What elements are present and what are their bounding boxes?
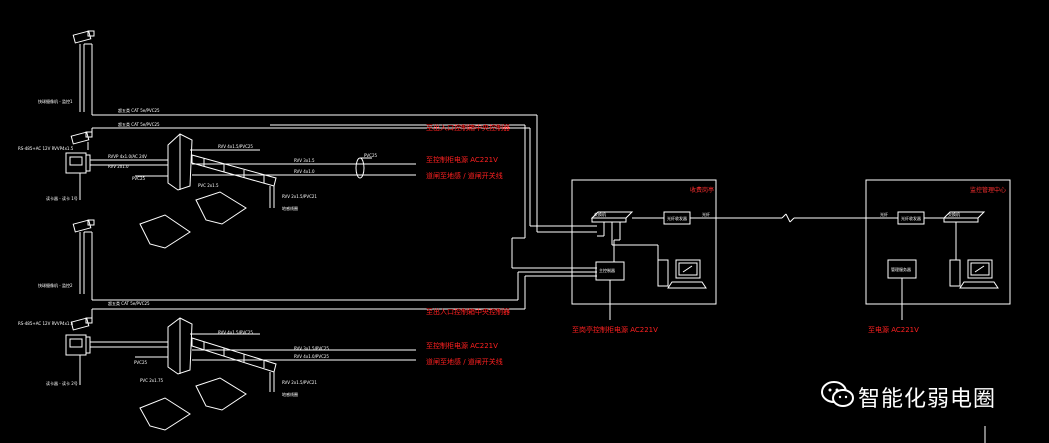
red-power-2: 至控制柜电源 AC221V (426, 341, 498, 350)
camera-2-icon (70, 131, 93, 145)
ground-2-label: 地感线圈 (282, 391, 298, 397)
ground-loop-1-icon (139, 191, 247, 249)
cr-switch-label: 交换机 (948, 211, 960, 217)
red-note-2: 至出入口控制箱中央控制器 (426, 307, 510, 316)
camera-3-icon (72, 219, 95, 294)
red-sensor-1: 道闸至地感 / 道闸开关线 (426, 171, 503, 180)
red-note-1: 至出入口控制箱中央控制器 (426, 123, 510, 132)
guard-power-note: 至岗亭控制柜电源 AC221V (572, 325, 658, 334)
cr-power-note: 至电源 AC221V (868, 325, 919, 334)
power-left-2-label: RS-485+AC 12V RVVP4x1.5 (18, 321, 74, 326)
camera-4-icon (70, 317, 93, 331)
computer-2-icon (949, 259, 999, 289)
computer-1-icon (657, 259, 707, 289)
card-reader-2-icon (65, 334, 91, 356)
rvv-d-label: RVV 3x1.5/PVC25 (294, 346, 329, 351)
cr-server-label: 管理服务器 (891, 266, 911, 272)
cam1-label: 快球摄像机 - 监控1 (38, 98, 73, 104)
guard-switch-label: 交换机 (594, 211, 606, 217)
reader-1-label: 读卡器 - 读卡 1号 (46, 195, 78, 201)
barrier-gate-1-icon (167, 133, 277, 208)
pvc25-2-label: PVC25 (134, 360, 147, 365)
guard-box-title: 收费岗亭 (690, 186, 714, 194)
wire-b-label: RVV 2x1.0 (108, 164, 129, 169)
pvc25-1-label: PVC25 (132, 176, 145, 181)
rvv-c-label: RVV 2x1.5/PVC21 (282, 194, 317, 199)
ground-1-label: 地感线圈 (282, 205, 298, 211)
watermark-text: 智能化弱电圈 (858, 387, 997, 412)
reader-2-label: 读卡器 - 读卡 2号 (46, 380, 78, 386)
rvv-a-label: RVV 3x1.5 (294, 158, 315, 163)
cam2-label: 快球摄像机 - 监控2 (38, 282, 73, 288)
control-room-title: 监控管理中心 (970, 186, 1006, 194)
cr-converter-label: 光纤收发器 (901, 215, 921, 221)
guard-converter-label: 光纤收发器 (667, 215, 687, 221)
barrier-gate-2-icon (167, 317, 277, 392)
cat-line-1-label: 超五类 CAT 5e/PVC25 (118, 107, 160, 113)
control-room-frame (865, 179, 1011, 305)
power-left-1-label: RS-485+AC 12V RVVP4x1.5 (18, 146, 74, 151)
switch-1-icon (590, 211, 634, 223)
guard-controller-label: 主控制器 (599, 267, 615, 273)
wire-a-label: RVVP 4x1.0/AC 24V (108, 154, 147, 159)
fiber-label: 光纤 (702, 211, 710, 217)
rvv-f-label: RVV 2x1.5/PVC21 (282, 380, 317, 385)
pvc25-c-label: PVC25 (364, 153, 377, 158)
rvv-loop-1-label: RVV 4x1.5/PVC25 (218, 144, 253, 149)
rvv-b-label: RVV 4x1.0 (294, 169, 315, 174)
rvv-loop-2-label: RVV 4x1.5/PVC25 (218, 330, 253, 335)
cat-line-2-label: 超五类 CAT 5e/PVC25 (118, 121, 160, 127)
rvv-e-label: RVV 4x1.0/PVC25 (294, 354, 329, 359)
pvc-loop-1-label: PVC 2x1.5 (198, 183, 219, 188)
red-power-1: 至控制柜电源 AC221V (426, 155, 498, 164)
cr-fiber-label: 光纤 (880, 211, 888, 217)
red-sensor-2: 道闸至地感 / 道闸开关线 (426, 357, 503, 366)
cat-line-3-label: 超五类 CAT 5e/PVC25 (108, 300, 150, 306)
pvc-loop-2-label: PVC 2x1.75 (140, 378, 163, 383)
ground-loop-2-icon (139, 377, 247, 431)
card-reader-1-icon (65, 152, 91, 174)
camera-1-icon (72, 30, 95, 112)
switch-2-icon (942, 211, 986, 223)
guard-box-frame (571, 179, 717, 305)
